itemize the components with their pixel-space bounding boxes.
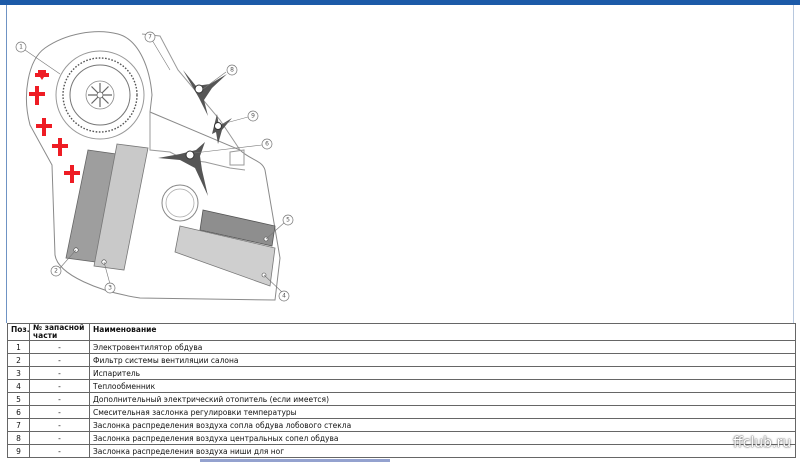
flap-6	[158, 142, 263, 196]
cell-name: Фильтр системы вентиляции салона	[89, 353, 796, 367]
callout-3: 3	[104, 282, 116, 294]
callout-4: 4	[278, 290, 290, 302]
cell-part: -	[29, 353, 90, 367]
marker-1	[35, 70, 49, 80]
table-row: 5-Дополнительный электрический отопитель…	[7, 392, 796, 406]
cell-part: -	[29, 366, 90, 380]
callout-9: 9	[247, 110, 259, 122]
callout-5: 5	[282, 214, 294, 226]
table-row: 3-Испаритель	[7, 366, 796, 380]
cell-part: -	[29, 418, 90, 432]
svg-text:6: 6	[265, 141, 269, 148]
marker-2	[29, 86, 45, 105]
leader-lines	[24, 39, 286, 294]
heat-exchanger	[174, 225, 276, 287]
caption-strip	[200, 459, 390, 462]
housing-outline	[25, 31, 281, 301]
cell-name: Смесительная заслонка регулировки темпер…	[89, 405, 796, 419]
table-row: 2-Фильтр системы вентиляции салона	[7, 353, 796, 367]
cell-name: Заслонка распределения воздуха сопла обд…	[89, 418, 796, 432]
svg-text:1: 1	[19, 44, 23, 51]
cell-part: -	[29, 392, 90, 406]
svg-text:9: 9	[251, 113, 255, 120]
cell-name: Испаритель	[89, 366, 796, 380]
top-bar	[0, 0, 800, 5]
table-header-row: Поз. № запасной части Наименование	[7, 323, 796, 341]
svg-text:3: 3	[108, 285, 112, 292]
cell-pos: 2	[7, 353, 30, 367]
svg-text:7: 7	[148, 34, 152, 41]
cell-part: -	[29, 379, 90, 393]
cell-name: Электровентилятор обдува	[89, 340, 796, 354]
air-duct-outline	[141, 33, 246, 171]
svg-text:2: 2	[54, 268, 58, 275]
cell-pos: 7	[7, 418, 30, 432]
cell-name: Теплообменник	[89, 379, 796, 393]
auxiliary-heater	[199, 209, 276, 247]
red-markers	[29, 70, 80, 183]
header-pos: Поз.	[7, 323, 30, 341]
cell-name: Заслонка распределения воздуха ниши для …	[89, 444, 796, 458]
cell-part: -	[29, 405, 90, 419]
frame-border-right	[793, 5, 794, 323]
header-part-number: № запасной части	[29, 323, 90, 341]
marker-4	[52, 138, 68, 156]
table-row: 1-Электровентилятор обдува	[7, 340, 796, 354]
cell-name: Заслонка распределения воздуха центральн…	[89, 431, 796, 445]
flap-8	[183, 70, 227, 116]
hvac-unit-diagram: 1 2 3 4 5 6 7 8 9	[15, 31, 294, 302]
frame-border-left	[6, 5, 7, 323]
evaporator	[93, 143, 149, 271]
cell-pos: 6	[7, 405, 30, 419]
callout-1: 1	[15, 41, 27, 53]
cell-pos: 5	[7, 392, 30, 406]
callout-6: 6	[261, 138, 273, 150]
cell-pos: 4	[7, 379, 30, 393]
marker-5	[64, 165, 80, 183]
watermark: ffclub.ru	[733, 435, 792, 451]
cell-pos: 3	[7, 366, 30, 380]
cell-part: -	[29, 340, 90, 354]
header-name: Наименование	[89, 323, 796, 341]
flap-9	[212, 114, 249, 144]
svg-text:5: 5	[286, 217, 290, 224]
cell-pos: 8	[7, 431, 30, 445]
pipe-ring	[161, 184, 199, 222]
callout-7: 7	[144, 31, 156, 43]
svg-text:4: 4	[282, 293, 286, 300]
cell-name: Дополнительный электрический отопитель (…	[89, 392, 796, 406]
table-row: 6-Смесительная заслонка регулировки темп…	[7, 405, 796, 419]
blower-fan	[55, 50, 145, 140]
cell-pos: 9	[7, 444, 30, 458]
marker-3	[36, 118, 52, 136]
svg-text:8: 8	[230, 67, 234, 74]
callout-8: 8	[226, 64, 238, 76]
duct-tab	[229, 149, 245, 166]
table-row: 8-Заслонка распределения воздуха централ…	[7, 431, 796, 445]
table-row: 4-Теплообменник	[7, 379, 796, 393]
parts-table: Поз. № запасной части Наименование 1-Эле…	[7, 323, 796, 458]
table-row: 9-Заслонка распределения воздуха ниши дл…	[7, 444, 796, 458]
table-row: 7-Заслонка распределения воздуха сопла о…	[7, 418, 796, 432]
callout-2: 2	[50, 265, 62, 277]
cell-part: -	[29, 431, 90, 445]
cell-part: -	[29, 444, 90, 458]
cell-pos: 1	[7, 340, 30, 354]
